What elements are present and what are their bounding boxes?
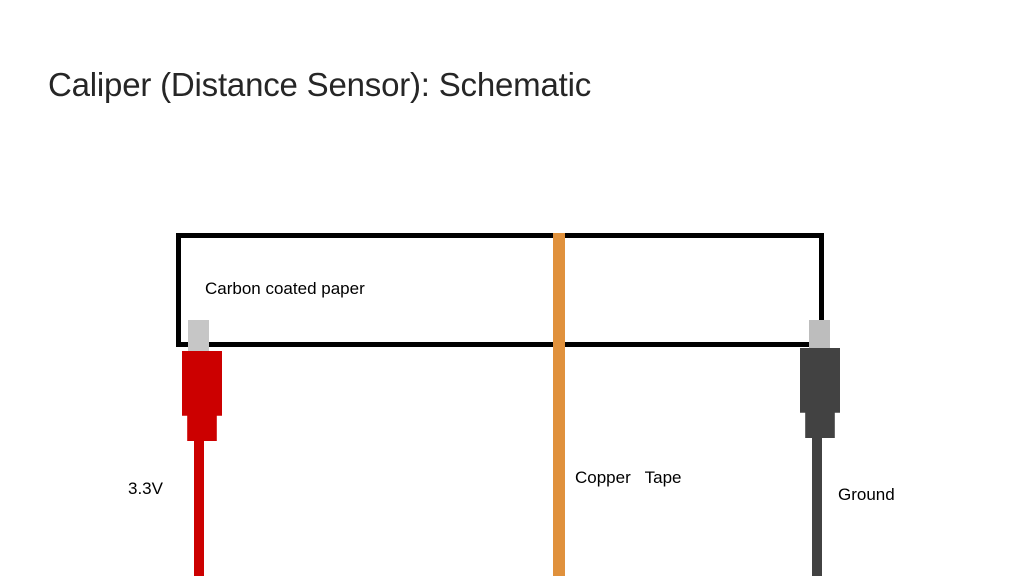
power-label: 3.3V [128, 479, 163, 498]
paper-right-edge [819, 233, 824, 331]
paper-top-edge [176, 233, 824, 238]
clip-body-black [800, 348, 840, 438]
alligator-clip-ground [798, 320, 858, 576]
alligator-clip-power [178, 320, 238, 576]
page-title: Caliper (Distance Sensor): Schematic [48, 66, 592, 103]
clip-wire-red [194, 438, 204, 576]
copper-tape-strip [553, 233, 565, 576]
clip-tip-icon [188, 320, 209, 352]
clip-body-red [182, 351, 222, 441]
carbon-coated-paper-label: Carbon coated paper [205, 279, 365, 298]
paper-left-edge [176, 233, 181, 347]
clip-tip-icon [809, 320, 830, 352]
copper-tape-label: Copper Tape [575, 468, 682, 487]
ground-label: Ground [838, 485, 895, 504]
paper-bottom-edge [176, 342, 821, 347]
clip-wire-black [812, 436, 822, 576]
